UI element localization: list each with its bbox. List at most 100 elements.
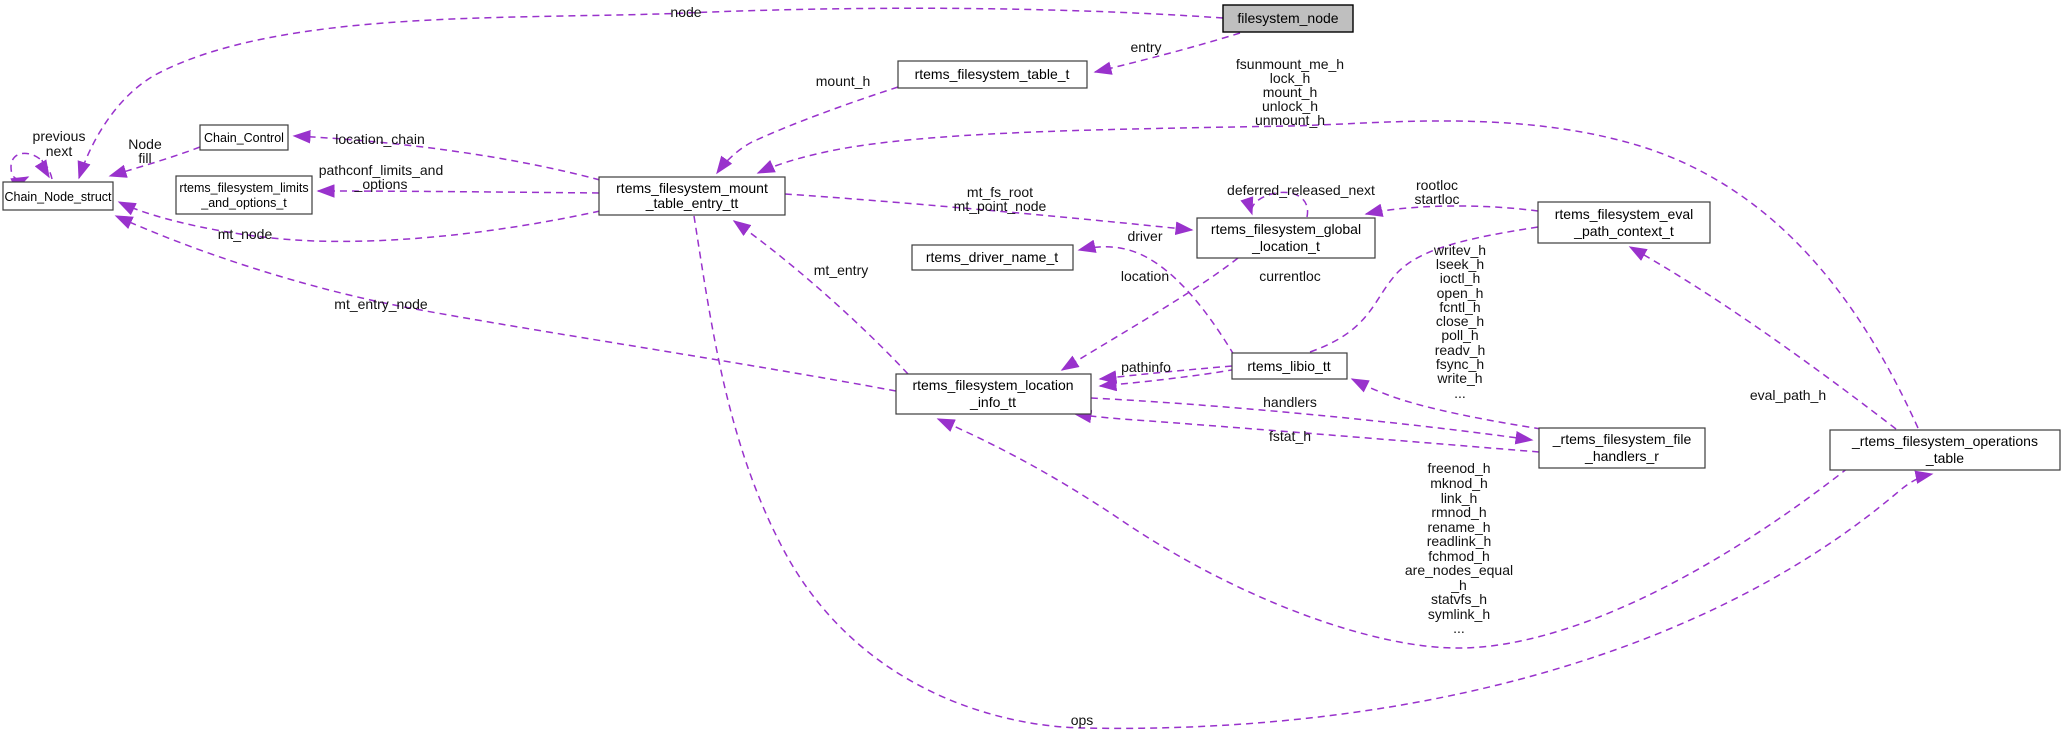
node-chain-node-struct-label: Chain_Node_struct [4,190,112,204]
node-limits-and-options-box[interactable] [175,175,313,215]
node-filesystem-node[interactable]: filesystem_node [1222,4,1354,33]
edge-label-unlock-h: unlock_h [1262,98,1318,114]
node-operations-table-label-2: _table [1925,450,1964,466]
edge-label-writev-h: writev_h [1433,242,1486,258]
node-chain-control[interactable]: Chain_Control [199,124,289,151]
edge-ops-to-location [936,418,1849,649]
node-file-handlers-box[interactable] [1538,427,1706,469]
edge-label-mt-point-node: mt_point_node [954,198,1047,214]
edge-label-fcntl-h: fcntl_h [1439,299,1480,315]
edge-label-poll-h: poll_h [1441,327,1478,343]
node-mount-table-entry-label-1: rtems_filesystem_mount [616,180,768,196]
node-location-info-box[interactable] [895,373,1092,415]
edge-label-are-nodes-equal-h: _h [1450,577,1467,593]
node-filesystem-table[interactable]: rtems_filesystem_table_t [897,60,1088,89]
edge-label-lseek-h: lseek_h [1436,256,1484,272]
node-chain-control-box[interactable] [199,124,289,151]
edge-mount-h [716,86,899,175]
edge-label-rmnod-h: rmnod_h [1431,504,1486,520]
edge-mt-entry [732,220,909,375]
edge-label-ops-to-mount: fsunmount_me_h lock_h mount_h unlock_h u… [1236,56,1344,128]
edge-label-symlink-h: symlink_h [1428,606,1490,622]
edge-chain-self-loop [10,152,53,191]
node-operations-table-label-1: _rtems_filesystem_operations [1851,433,2038,449]
edge-label-pathconf: pathconf_limits_and _options [319,162,444,192]
node-global-location-label-1: rtems_filesystem_global [1211,221,1361,237]
node-eval-path-context-box[interactable] [1537,201,1711,244]
node-limits-and-options[interactable]: rtems_filesystem_limits _and_options_t [175,175,313,215]
node-global-location-box[interactable] [1196,217,1376,259]
edge-location [1060,257,1239,371]
edge-deferred-self-loop [1240,191,1309,218]
edge-label-mount-h: mount_h [816,73,870,89]
edge-label-currentloc: currentloc [1259,268,1320,284]
node-libio[interactable]: rtems_libio_tt [1231,352,1348,380]
node-mount-table-entry[interactable]: rtems_filesystem_mount _table_entry_tt [598,176,786,216]
edge-label-unmount-h: unmount_h [1255,112,1325,128]
edge-label-link-h: link_h [1441,490,1478,506]
node-location-info-label-1: rtems_filesystem_location [912,377,1073,393]
node-filesystem-table-box[interactable] [897,60,1088,89]
edge-label-previous: previous [33,128,86,144]
edge-node [77,7,1224,180]
node-chain-node-struct-box[interactable] [2,181,114,211]
node-operations-table-box[interactable] [1829,429,2061,471]
edge-label-mount-h-2: mount_h [1263,84,1317,100]
edge-label-eval-path-h: eval_path_h [1750,387,1826,403]
edge-mt-node [117,201,601,243]
edge-label-fstat-h: fstat_h [1269,428,1311,444]
edge-control-to-node [108,146,201,178]
edge-location-chain [292,130,601,181]
edge-label-chain-self: previous next [33,128,86,159]
edge-label-mknod-h: mknod_h [1430,475,1488,491]
node-mount-table-entry-box[interactable] [598,176,786,216]
node-chain-node-struct[interactable]: Chain_Node_struct [2,181,114,211]
edge-label-fill: fill [138,150,151,166]
node-operations-table[interactable]: _rtems_filesystem_operations _table [1829,429,2061,471]
edge-label-ellipsis-1: ... [1454,385,1466,401]
node-location-info[interactable]: rtems_filesystem_location _info_tt [895,373,1092,415]
edge-ops [693,215,1934,730]
edge-label-ops: ops [1071,712,1094,728]
node-filesystem-table-label: rtems_filesystem_table_t [915,66,1070,82]
edge-label-startloc: startloc [1414,191,1459,207]
node-eval-path-context[interactable]: rtems_filesystem_eval _path_context_t [1537,201,1711,244]
edge-label-readlink-h: readlink_h [1427,533,1492,549]
edge-handlers [1090,397,1534,445]
node-driver-name-box[interactable] [911,244,1074,271]
edge-label-ops-to-location: freenod_h mknod_h link_h rmnod_h rename_… [1405,460,1513,636]
node-filesystem-node-box[interactable] [1222,4,1354,33]
edge-label-eval-to-global: rootloc startloc [1414,177,1459,207]
edge-label-node: node [670,4,701,20]
edge-mount-to-global [784,193,1194,235]
edge-label-readv-h: readv_h [1435,342,1486,358]
edge-entry [1093,32,1241,75]
edge-pathconf [316,184,600,198]
edge-chain-self-loop-2 [34,159,50,179]
edge-label-are-nodes-equal: are_nodes_equal [1405,562,1513,578]
edge-label-pathconf-2: _options [354,176,408,192]
edge-label-entry: entry [1130,39,1161,55]
edge-label-next: next [46,143,73,159]
node-file-handlers[interactable]: _rtems_filesystem_file _handlers_r [1538,427,1706,469]
edge-pathinfo [1098,365,1233,384]
edge-label-mount-to-global: mt_fs_root mt_point_node [954,184,1047,214]
node-location-info-label-2: _info_tt [969,394,1016,410]
node-global-location[interactable]: rtems_filesystem_global _location_t [1196,217,1376,259]
edge-label-location-chain: location_chain [335,131,425,147]
edge-label-lock-h: lock_h [1270,70,1310,86]
node-file-handlers-label-1: _rtems_filesystem_file [1552,431,1692,447]
node-limits-label-2: _and_options_t [200,196,287,210]
node-mount-table-entry-label-2: _table_entry_tt [645,195,739,211]
node-file-handlers-label-2: _handlers_r [1584,448,1659,464]
edge-driver [1077,239,1235,356]
edge-label-deferred: deferred_released_next [1227,182,1375,198]
edge-label-control-to-node: Node fill [128,136,162,166]
edge-eval-to-global [1364,203,1539,217]
node-driver-name[interactable]: rtems_driver_name_t [911,244,1074,271]
node-libio-box[interactable] [1231,352,1348,380]
edge-label-node-member: Node [128,136,162,152]
node-global-location-label-2: _location_t [1251,238,1320,254]
